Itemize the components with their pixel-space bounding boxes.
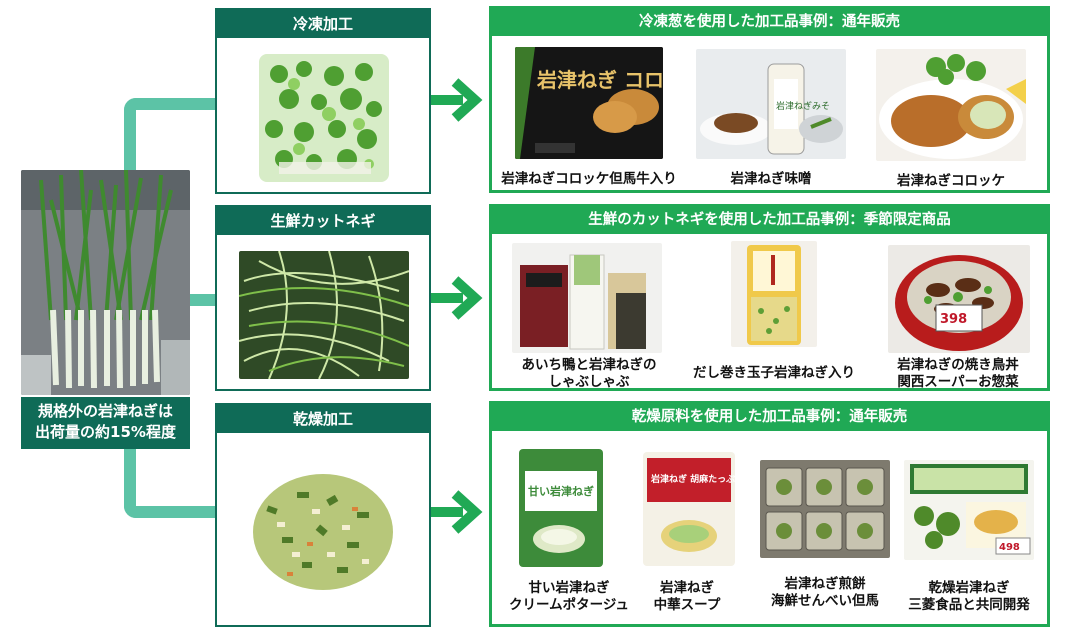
frozen-onion-photo [259,54,389,182]
process-panel-dried: 乾燥加工 [215,403,431,627]
product-label-line2: しゃぶしゃぶ [548,374,630,390]
examples-panel-dried: 乾燥原料を使用した加工品事例：通年販売 甘い岩津ねぎ 甘い岩津ねぎ クリームポタ… [489,401,1050,627]
product-label-line2: クリームポタージュ [509,597,629,613]
product-croquette-tajima-package: 岩津ねぎ コロッケ [515,47,663,159]
product-dashimaki-photo [731,241,817,347]
dried-onion-photo [247,467,399,597]
examples-title-dried: 乾燥原料を使用した加工品事例：通年販売 [492,404,1047,431]
product-label-line2: 海鮮せんべい但馬 [771,593,879,609]
process-title-fresh-cut: 生鮮カットネギ [217,207,429,235]
product-miso-photo: 岩津ねぎみそ [696,49,846,159]
package-text: 岩津ねぎ コロッケ [536,68,663,92]
connector-horizontal-top [124,98,216,110]
fresh-cut-onion-photo [239,251,409,379]
package-text: 498 [999,542,1020,553]
connector-vertical-top [124,98,136,170]
product-label-line2: 三菱食品と共同開発 [908,597,1030,613]
product-label-croquette-tajima: 岩津ねぎコロッケ但馬牛入り [496,171,682,188]
arrow-right-icon [431,490,485,534]
source-caption-line1: 規格外の岩津ねぎは [37,402,173,420]
package-text: 398 [940,312,967,327]
process-panel-fresh-cut: 生鮮カットネギ [215,205,431,391]
product-label-line1: 岩津ねぎ味噌 [730,171,812,187]
product-label-line1: 岩津ねぎコロッケ [897,173,1005,189]
connector-horizontal-mid [190,294,216,306]
process-panel-frozen: 冷凍加工 [215,8,431,194]
raw-green-onion-photo [21,170,190,395]
product-label-croquette: 岩津ねぎコロッケ [876,173,1026,190]
examples-title-frozen: 冷凍葱を使用した加工品事例：通年販売 [492,9,1047,36]
product-duck-shabu-photo [512,243,662,353]
product-label-line1: だし巻き玉子岩津ねぎ入り [693,365,855,381]
product-label-line1: あいち鴨と岩津ねぎの [521,357,657,373]
product-label-line1: 岩津ねぎ [660,580,714,596]
source-caption-line2: 出荷量の約15%程度 [35,423,176,441]
product-label-senbei: 岩津ねぎ煎餅 海鮮せんべい但馬 [748,576,902,610]
connector-vertical-bottom [124,449,136,518]
package-text: 甘い岩津ねぎ [528,484,594,498]
product-chinese-soup-package: 岩津ねぎ 胡麻たっぷり [643,452,735,566]
product-label-dashimaki: だし巻き玉子岩津ねぎ入り [684,365,864,382]
product-label-duck-shabu: あいち鴨と岩津ねぎの しゃぶしゃぶ [496,357,682,391]
product-croquette-photo [876,49,1026,161]
product-label-line1: 岩津ねぎの焼き鳥丼 [897,357,1019,373]
source-caption: 規格外の岩津ねぎは 出荷量の約15%程度 [21,397,190,449]
product-label-line2: 中華スープ [653,597,721,613]
arrow-right-icon [431,78,485,122]
product-senbei-photo [760,460,890,558]
connector-horizontal-bottom [124,506,216,518]
package-text: 岩津ねぎ 胡麻たっぷり [650,473,735,485]
product-label-cream-potage: 甘い岩津ねぎ クリームポタージュ [494,580,644,614]
product-dried-onion-package: 498 [904,460,1034,560]
product-cream-potage-package: 甘い岩津ねぎ [519,449,603,567]
product-label-yakitori-don: 岩津ねぎの焼き鳥丼 関西スーパーお惣菜 [868,357,1048,391]
product-label-dried-onion: 乾燥岩津ねぎ 三菱食品と共同開発 [892,580,1046,614]
process-title-frozen: 冷凍加工 [217,10,429,38]
process-title-dried: 乾燥加工 [217,405,429,433]
product-label-miso: 岩津ねぎ味噌 [696,171,846,188]
examples-title-fresh-cut: 生鮮のカットネギを使用した加工品事例：季節限定商品 [492,207,1047,234]
examples-panel-frozen: 冷凍葱を使用した加工品事例：通年販売 岩津ねぎ コロッケ 岩津ねぎコロッケ但馬牛… [489,6,1050,193]
product-label-line1: 乾燥岩津ねぎ [928,580,1010,596]
package-text: 岩津ねぎみそ [776,100,830,112]
product-yakitori-don-photo: 398 [888,245,1030,353]
arrow-right-icon [431,276,485,320]
product-label-chinese-soup: 岩津ねぎ 中華スープ [622,580,752,614]
product-label-line1: 甘い岩津ねぎ [528,580,610,596]
product-label-line1: 岩津ねぎコロッケ但馬牛入り [501,171,677,187]
examples-panel-fresh-cut: 生鮮のカットネギを使用した加工品事例：季節限定商品 あいち鴨と岩津ねぎの しゃぶ… [489,204,1050,391]
product-label-line1: 岩津ねぎ煎餅 [784,576,866,592]
product-label-line2: 関西スーパーお惣菜 [897,374,1019,390]
